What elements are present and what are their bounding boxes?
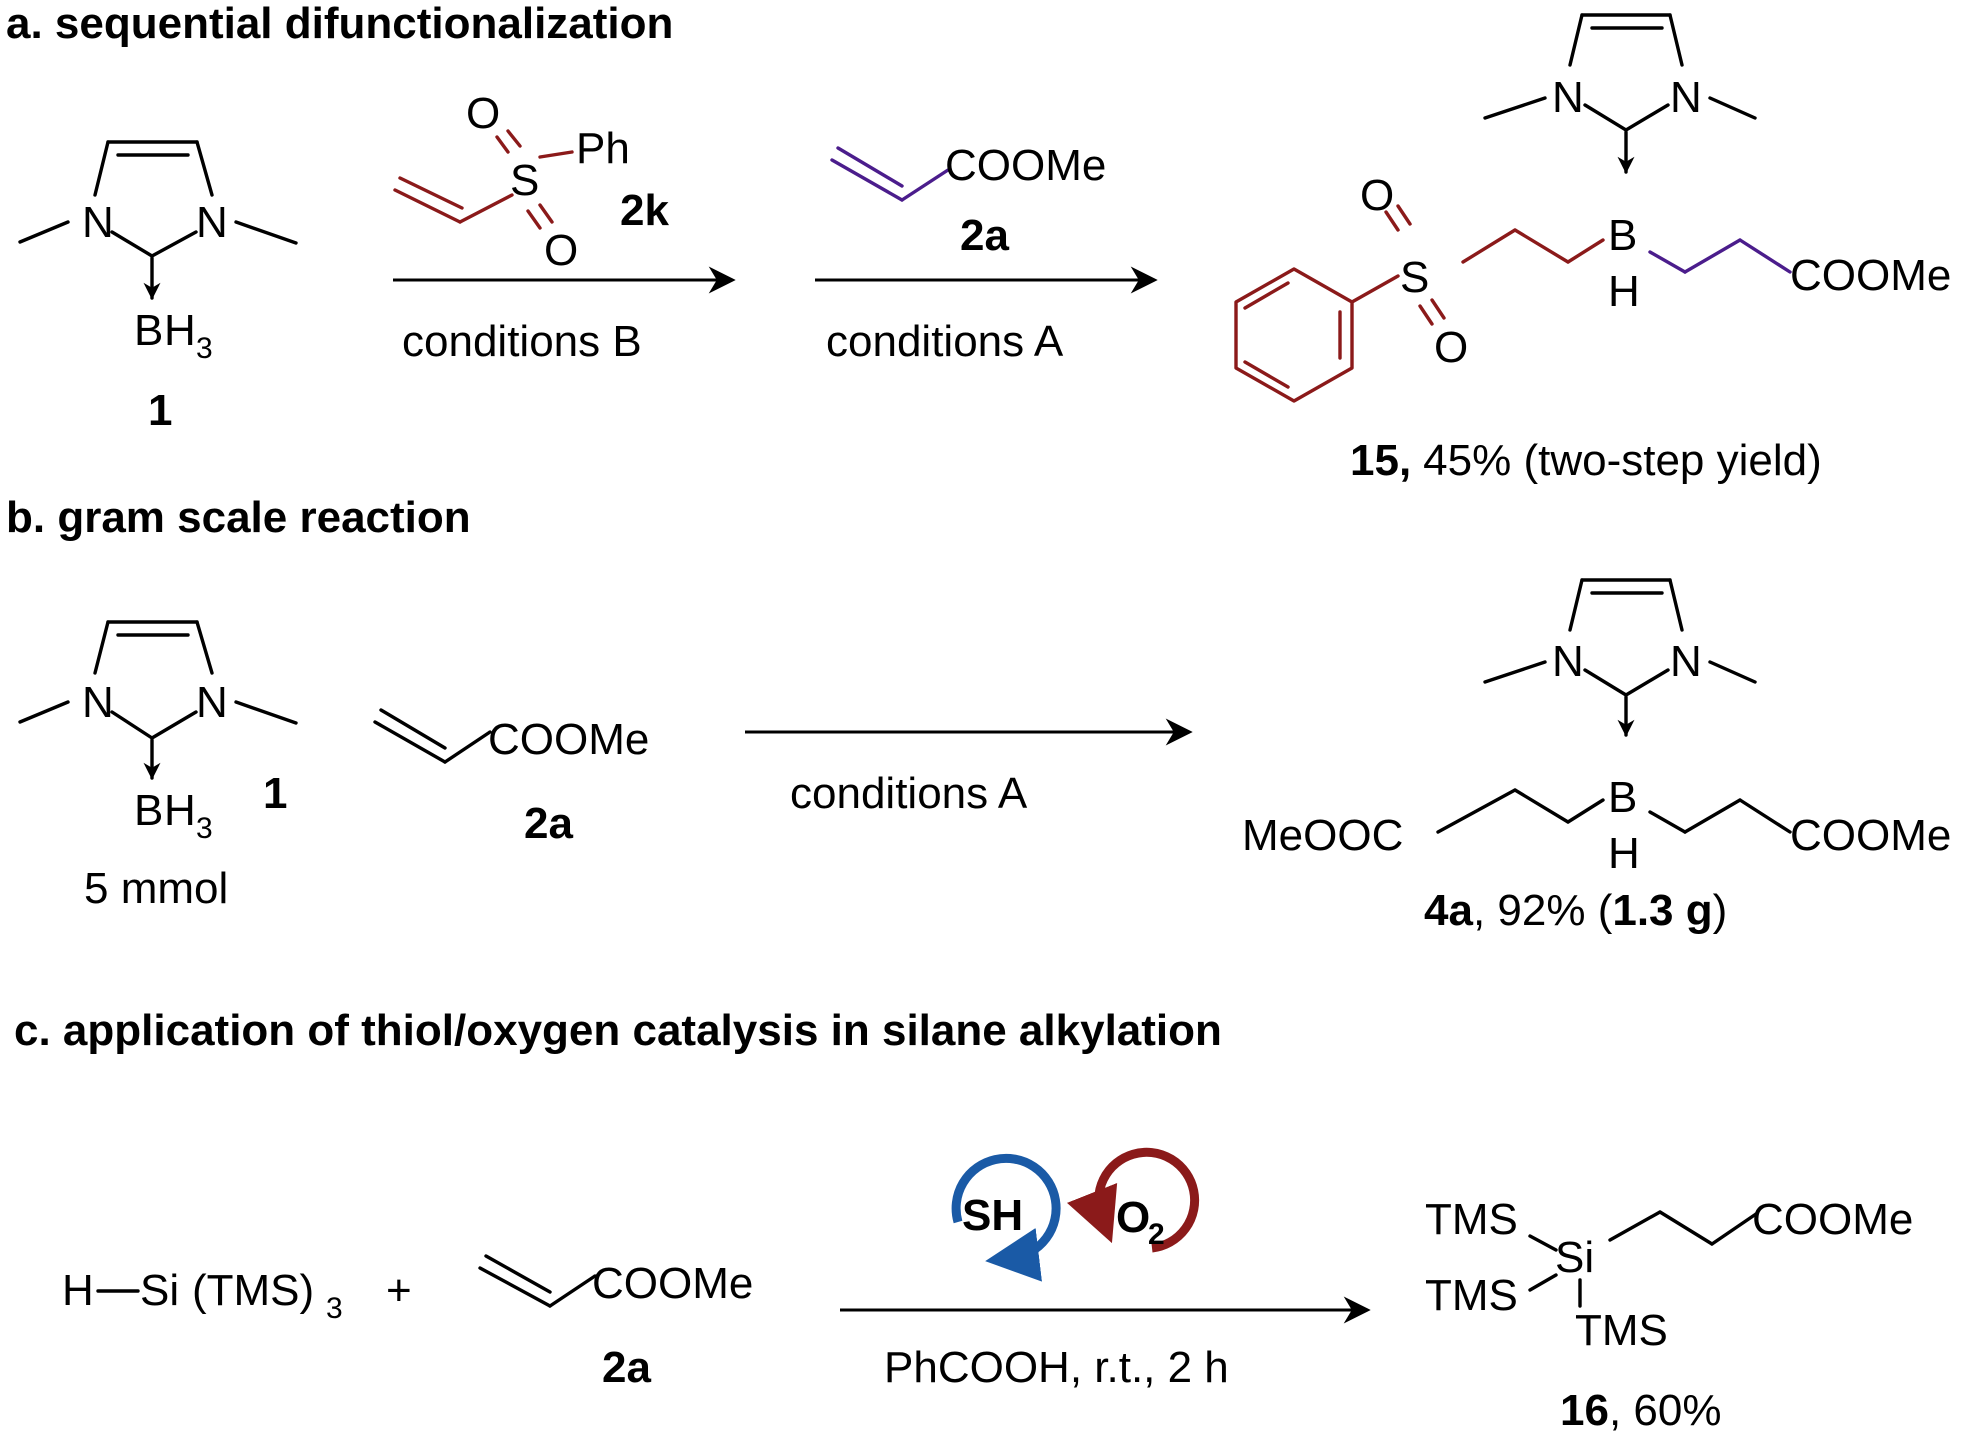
coome-label-2a-a: COOMe <box>945 141 1106 190</box>
compound-1-structure-a: N N B H 3 <box>18 140 298 365</box>
plus-sign: + <box>386 1266 412 1315</box>
atom-n-left: N <box>82 198 114 247</box>
silane-subscript: 3 <box>326 1292 343 1325</box>
silane-si: Si <box>140 1266 179 1315</box>
reagent-2a-structure-b: COOMe <box>373 708 649 764</box>
b-atom-boron: B <box>134 786 163 835</box>
p15-atom-hydrogen: H <box>1608 267 1640 316</box>
catalyst-sh: SH <box>962 1191 1023 1240</box>
silane-h: H <box>62 1266 94 1315</box>
reagent-2a-label-a: 2a <box>960 211 1009 260</box>
product-15-caption: 15,45% (two-step yield) <box>1350 436 1822 485</box>
product-15-label: 15, <box>1350 436 1411 485</box>
step2-conditions: conditions A <box>826 317 1064 366</box>
p4a-atom-n-right: N <box>1670 637 1702 686</box>
phenyl-label: Ph <box>576 124 630 173</box>
section-a-header: a. sequential difunctionalization <box>6 0 673 48</box>
b-atom-n-left: N <box>82 678 114 727</box>
compound-1-label-b: 1 <box>263 769 287 818</box>
reagent-2a-label-c: 2a <box>602 1343 651 1392</box>
step1-conditions: conditions B <box>402 317 642 366</box>
b-h3-subscript: 3 <box>196 812 213 845</box>
atom-hydrogen: H <box>164 306 196 355</box>
tms-top: TMS <box>1425 1195 1518 1244</box>
silane-reagent: H Si (TMS) 3 <box>62 1266 343 1325</box>
product-15-yield: 45% (two-step yield) <box>1423 436 1822 485</box>
reagent-2k-label: 2k <box>620 186 669 235</box>
b-atom-n-right: N <box>196 678 228 727</box>
thiol-catalysis-cycle: SH <box>951 1153 1061 1282</box>
tms-bottom: TMS <box>1575 1306 1668 1355</box>
conditions-c: PhCOOH, r.t., 2 h <box>884 1343 1229 1392</box>
p16-coome-label: COOMe <box>1752 1195 1913 1244</box>
product-4a-yield-post: ) <box>1713 886 1728 935</box>
p4a-atom-hydrogen: H <box>1608 829 1640 878</box>
catalyst-o: O <box>1116 1193 1150 1242</box>
p4a-meooc-label: MeOOC <box>1242 811 1403 860</box>
product-4a-mass: 1.3 g <box>1612 886 1712 935</box>
catalyst-o-subscript: 2 <box>1148 1218 1165 1251</box>
product-4a-label: 4a <box>1424 886 1473 935</box>
compound-1-label-a: 1 <box>148 386 172 435</box>
silane-tms: (TMS) <box>192 1266 314 1315</box>
reagent-2k-structure: O S O Ph <box>393 89 630 275</box>
oxygen-catalysis-cycle: O 2 <box>1066 1147 1200 1253</box>
atom-n-right: N <box>196 198 228 247</box>
atom-boron: B <box>134 306 163 355</box>
p15-coome-label: COOMe <box>1790 251 1951 300</box>
p15-atom-n-right: N <box>1670 73 1702 122</box>
section-c-header: c. application of thiol/oxygen catalysis… <box>14 1006 1222 1055</box>
product-si: Si <box>1555 1233 1594 1282</box>
b-atom-hydrogen: H <box>164 786 196 835</box>
coome-label-2a-b: COOMe <box>488 715 649 764</box>
reagent-2a-structure-a: COOMe <box>830 141 1106 202</box>
reagent-2a-structure-c: COOMe <box>478 1254 753 1308</box>
p15-sulfone-s: S <box>1400 253 1429 302</box>
tms-left: TMS <box>1425 1271 1518 1320</box>
product-16-yield: , 60% <box>1609 1386 1722 1435</box>
h3-subscript: 3 <box>196 332 213 365</box>
sulfone-o-top: O <box>466 89 500 138</box>
p15-sulfone-o-top: O <box>1360 171 1394 220</box>
p4a-atom-boron: B <box>1608 773 1637 822</box>
product-15-structure: N N B H COOMe O S O <box>1234 13 1951 403</box>
coome-label-2a-c: COOMe <box>592 1259 753 1308</box>
product-16-label: 16 <box>1560 1386 1609 1435</box>
p15-atom-boron: B <box>1608 211 1637 260</box>
sulfone-s: S <box>510 156 539 205</box>
reagent-2a-label-b: 2a <box>524 799 573 848</box>
p4a-atom-n-left: N <box>1552 637 1584 686</box>
reagent-1-amount: 5 mmol <box>84 864 228 913</box>
sulfone-o-bottom: O <box>544 226 578 275</box>
product-4a-yield-pre: , 92% ( <box>1473 886 1613 935</box>
conditions-b: conditions A <box>790 769 1028 818</box>
compound-1-structure-b: N N B H 3 <box>18 620 298 845</box>
section-b-header: b. gram scale reaction <box>6 493 471 542</box>
product-16-caption: 16, 60% <box>1560 1386 1721 1435</box>
p4a-coome-label: COOMe <box>1790 811 1951 860</box>
p15-atom-n-left: N <box>1552 73 1584 122</box>
p15-sulfone-o-bottom: O <box>1434 323 1468 372</box>
product-4a-caption: 4a, 92% (1.3 g) <box>1424 886 1727 935</box>
product-4a-structure: N N B H COOMe MeOOC <box>1242 578 1951 878</box>
product-16-structure: TMS TMS TMS Si COOMe <box>1425 1195 1913 1355</box>
